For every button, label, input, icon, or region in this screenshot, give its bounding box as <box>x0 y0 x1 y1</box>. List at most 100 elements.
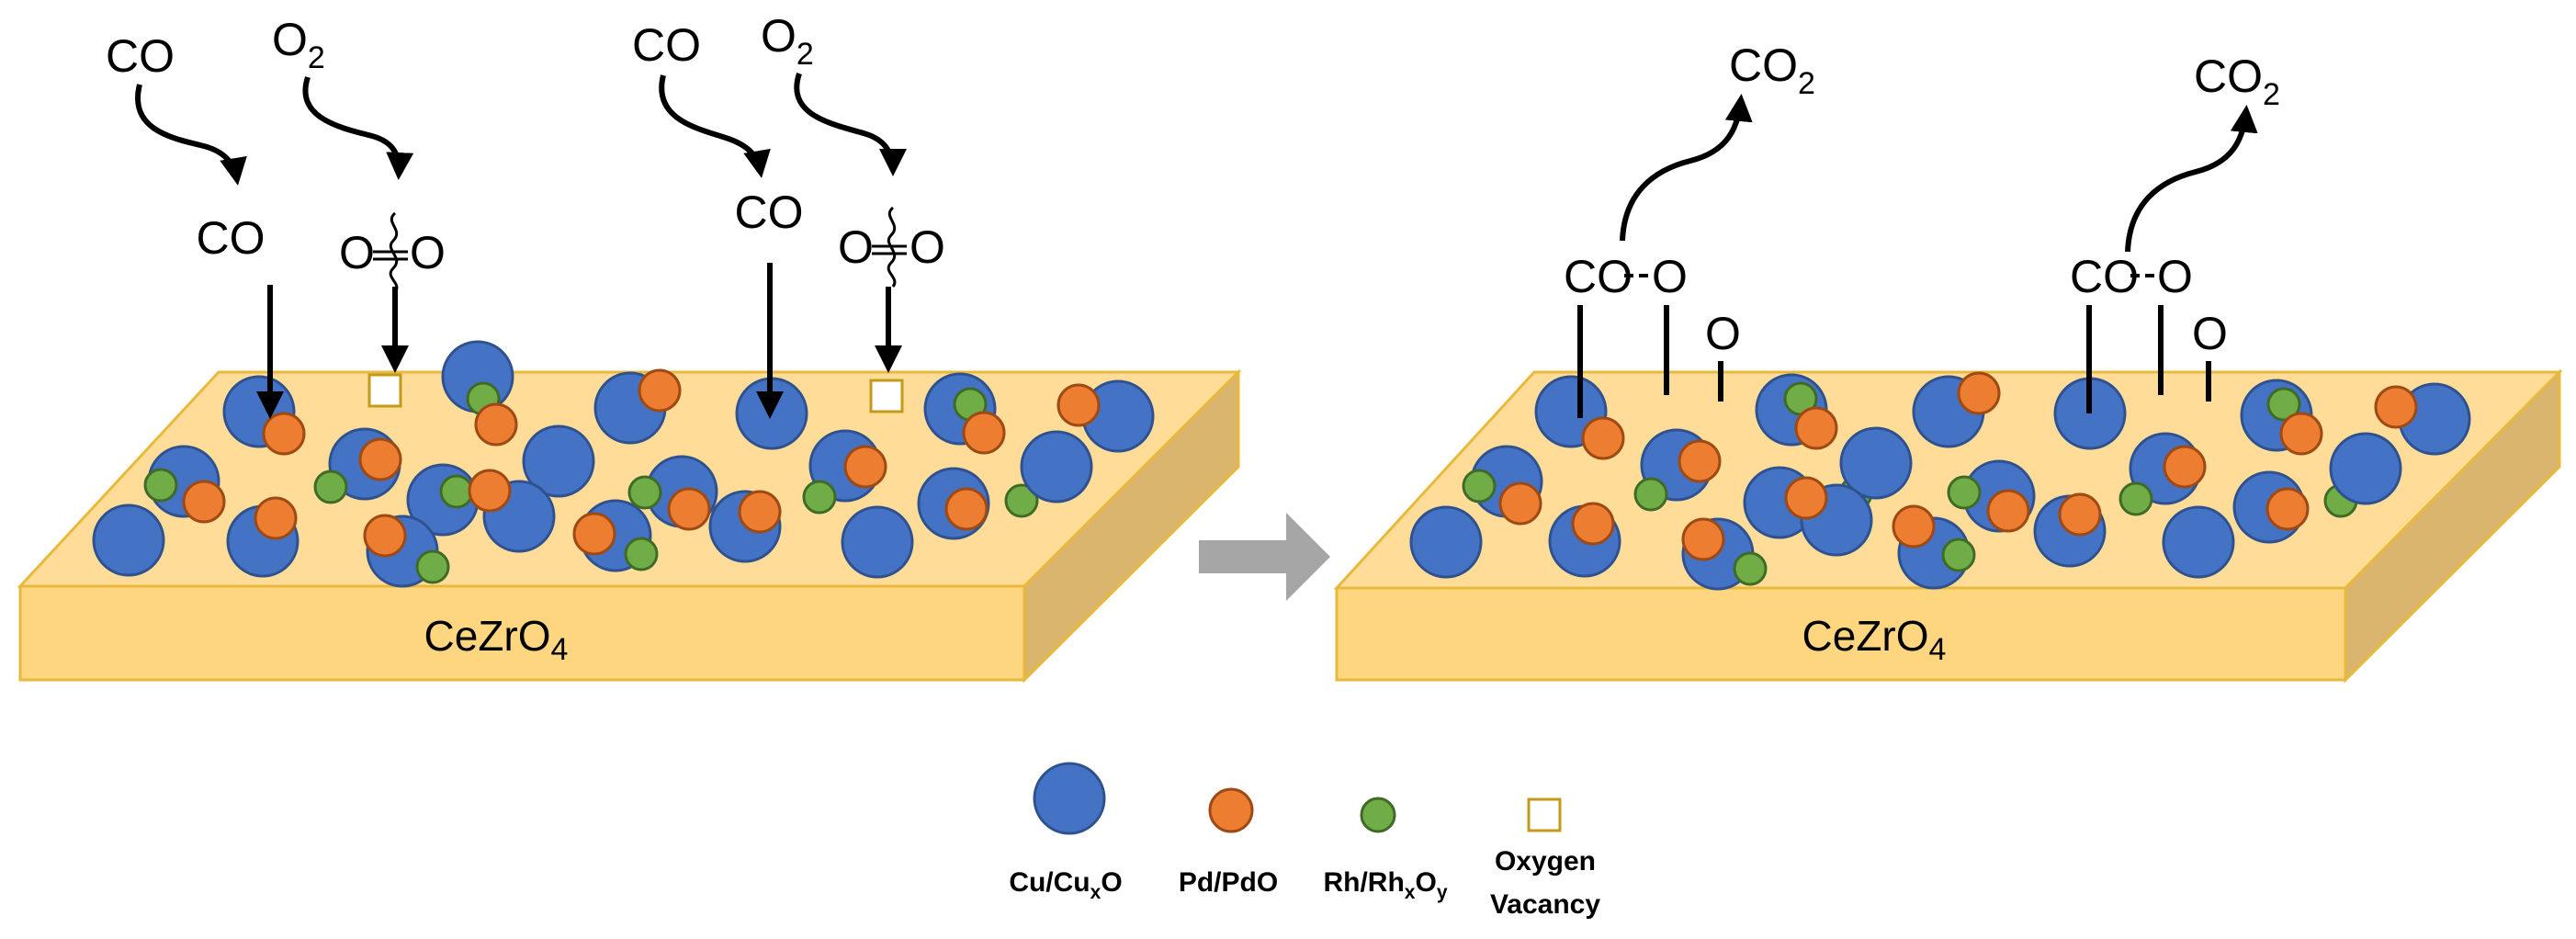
right-rh-particle-23 <box>1733 551 1768 586</box>
left-pd-particle-4 <box>182 480 226 524</box>
legend-vacancy-icon <box>1527 798 1562 832</box>
left-pd-particle-45 <box>1056 383 1101 427</box>
curved-arrow-o2-1 <box>302 76 414 180</box>
legend-vacancy-label-line1: Oxygen <box>1495 846 1596 877</box>
adsorbed-co-1: CO <box>197 212 266 264</box>
right-pd-particle-4 <box>1498 481 1542 526</box>
left-rh-particle-23 <box>415 549 450 584</box>
legend-pd-icon <box>1208 787 1254 833</box>
product-co2-2: CO2 <box>2194 51 2280 112</box>
reactant-co-1: CO <box>106 30 175 82</box>
right-cu-particle-36 <box>2162 505 2235 579</box>
legend-pd-label: Pd/PdO <box>1179 867 1278 898</box>
left-cu-particle-5 <box>92 503 165 577</box>
bond-break-1 <box>373 211 408 293</box>
right-rh-particle-38 <box>2266 387 2301 422</box>
release-arrow-2 <box>2125 105 2258 253</box>
bond-break-2 <box>872 206 907 288</box>
left-pd-particle-13 <box>474 402 518 447</box>
legend-item-pd: Pd/PdO <box>1179 787 1278 898</box>
legend-item-rh: Rh/RhxOy <box>1323 797 1448 903</box>
product-co2-1: CO2 <box>1729 40 1815 101</box>
legend-cu-icon <box>1033 762 1106 835</box>
right-rh-particle-34 <box>2118 481 2153 516</box>
legend-item-vacancy: Oxygen Vacancy <box>1490 798 1600 920</box>
legend-vacancy-label-line2: Vacancy <box>1490 889 1600 920</box>
left-particles <box>92 340 1155 588</box>
right-pd-particle-9 <box>1678 439 1722 483</box>
left-rh-particle-28 <box>627 475 662 510</box>
left-pd-particle-20 <box>468 469 512 513</box>
adsorbed-o2-1-right: O <box>410 227 446 278</box>
curved-arrow-co-2 <box>659 74 771 178</box>
left-pd-particle-39 <box>962 411 1006 455</box>
reactant-o2-1: O2 <box>272 14 325 75</box>
lone-o-2: O <box>2192 308 2228 359</box>
right-pd-particle-13 <box>1794 406 1838 450</box>
left-pd-particle-41 <box>944 487 989 531</box>
left-support-label: CeZrO4 <box>424 612 569 667</box>
left-rh-particle-42 <box>1004 483 1039 518</box>
left-pd-particle-25 <box>572 512 616 556</box>
right-pd-particle-7 <box>1571 502 1615 546</box>
curved-arrow-co-1 <box>135 84 247 186</box>
adsorbed-o2-2-left: O <box>838 221 874 273</box>
left-cu-particle-43 <box>1020 430 1093 503</box>
right-pd-particle-29 <box>1986 489 2030 533</box>
left-rh-particle-10 <box>313 470 348 504</box>
right-pd-particle-20 <box>1784 476 1828 520</box>
release-arrow-1 <box>1620 94 1753 242</box>
left-cu-particle-16 <box>522 424 595 498</box>
reactant-o2-2: O2 <box>761 10 814 72</box>
right-pd-particle-41 <box>2265 487 2310 531</box>
right-rh-particle-26 <box>1941 537 1976 572</box>
right-pd-particle-25 <box>1892 504 1936 549</box>
right-cu-particle-5 <box>1409 505 1483 579</box>
curved-arrow-o2-2 <box>794 73 907 176</box>
adsorbed-o2-1-left: O <box>339 227 375 278</box>
right-rh-particle-28 <box>1947 475 1982 510</box>
intermediate-o-2: O <box>2157 251 2193 302</box>
left-rh-particle-3 <box>143 468 178 503</box>
right-rh-particle-3 <box>1462 469 1497 503</box>
legend-rh-label: Rh/RhxOy <box>1323 867 1447 903</box>
left-cu-particle-36 <box>841 505 914 579</box>
left-rh-particle-26 <box>624 537 659 571</box>
right-support-label: CeZrO4 <box>1802 612 1947 667</box>
oxygen-vacancy-2 <box>869 379 904 413</box>
right-cu-particle-43 <box>2329 432 2402 505</box>
left-pd-particle-35 <box>843 445 887 489</box>
right-pd-particle-45 <box>2374 385 2418 429</box>
left-rh-particle-34 <box>802 480 837 515</box>
left-pd-particle-29 <box>667 487 711 531</box>
right-panel: CeZrO4 CO2 CO2 CO O O CO O O <box>1333 40 2563 684</box>
adsorbed-o2-2-right: O <box>910 221 945 273</box>
left-rh-particle-15 <box>439 474 474 509</box>
right-slab-side <box>2344 368 2561 684</box>
right-pd-particle-32 <box>2058 492 2102 537</box>
left-pd-particle-7 <box>254 496 298 540</box>
right-rh-particle-10 <box>1633 477 1668 512</box>
legend: Cu/CuxO Pd/PdO Rh/RhxOy Oxygen Vacancy <box>1009 762 1600 920</box>
lone-o-1: O <box>1705 308 1741 359</box>
left-pd-particle-18 <box>638 368 682 413</box>
right-pd-particle-22 <box>1681 517 1725 561</box>
intermediate-co-2: CO <box>2070 251 2139 302</box>
left-pd-particle-9 <box>358 437 402 481</box>
oxygen-vacancy-1 <box>367 373 402 408</box>
legend-rh-icon <box>1360 797 1396 833</box>
right-pd-particle-18 <box>1957 371 2001 415</box>
right-pd-particle-1 <box>1581 416 1625 460</box>
intermediate-o-1: O <box>1652 251 1688 302</box>
left-pd-particle-22 <box>363 514 407 558</box>
intermediate-co-1: CO <box>1564 251 1633 302</box>
left-slab-side <box>1022 368 1240 684</box>
right-pd-particle-35 <box>2163 445 2207 489</box>
left-pd-particle-32 <box>738 490 782 534</box>
adsorbed-co-2: CO <box>735 187 804 238</box>
legend-item-cu: Cu/CuxO <box>1009 762 1123 903</box>
transition-arrow <box>1199 513 1330 601</box>
right-pd-particle-39 <box>2279 412 2323 456</box>
